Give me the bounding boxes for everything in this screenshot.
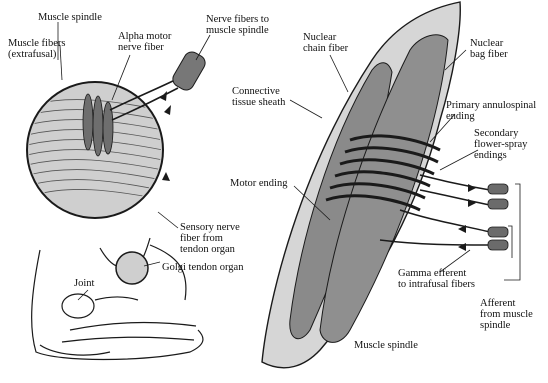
label-primary: Primary annulospinal ending bbox=[446, 100, 546, 122]
label-gamma: Gamma efferent to intrafusal fibers bbox=[398, 268, 502, 290]
label-nuclear-chain: Nuclear chain fiber bbox=[303, 32, 373, 54]
arm-outline bbox=[32, 238, 203, 360]
nerve-terminals bbox=[488, 184, 508, 250]
muscle-magnified-circle bbox=[27, 80, 178, 218]
label-connective: Connective tissue sheath bbox=[232, 86, 312, 108]
label-motor-ending: Motor ending bbox=[230, 178, 287, 189]
spindle-in-circle bbox=[83, 94, 113, 156]
label-muscle-spindle-left: Muscle spindle bbox=[38, 12, 102, 23]
label-muscle-spindle-caption: Muscle spindle bbox=[354, 340, 418, 351]
label-muscle-fibers: Muscle fibers (extrafusal) bbox=[8, 38, 88, 60]
nerve-cylinder bbox=[170, 49, 208, 93]
golgi-circle bbox=[116, 252, 148, 284]
label-alpha-motor: Alpha motor nerve fiber bbox=[118, 31, 194, 53]
label-golgi: Golgi tendon organ bbox=[162, 262, 243, 273]
label-afferent: Afferent from muscle spindle bbox=[480, 298, 546, 331]
label-nuclear-bag: Nuclear bag fiber bbox=[470, 38, 540, 60]
right-arrows bbox=[458, 184, 476, 251]
label-sensory-nerve: Sensory nerve fiber from tendon organ bbox=[180, 222, 268, 255]
label-secondary: Secondary flower-spray endings bbox=[474, 128, 546, 161]
label-joint: Joint bbox=[74, 278, 94, 289]
label-nerve-fibers: Nerve fibers to muscle spindle bbox=[206, 14, 296, 36]
